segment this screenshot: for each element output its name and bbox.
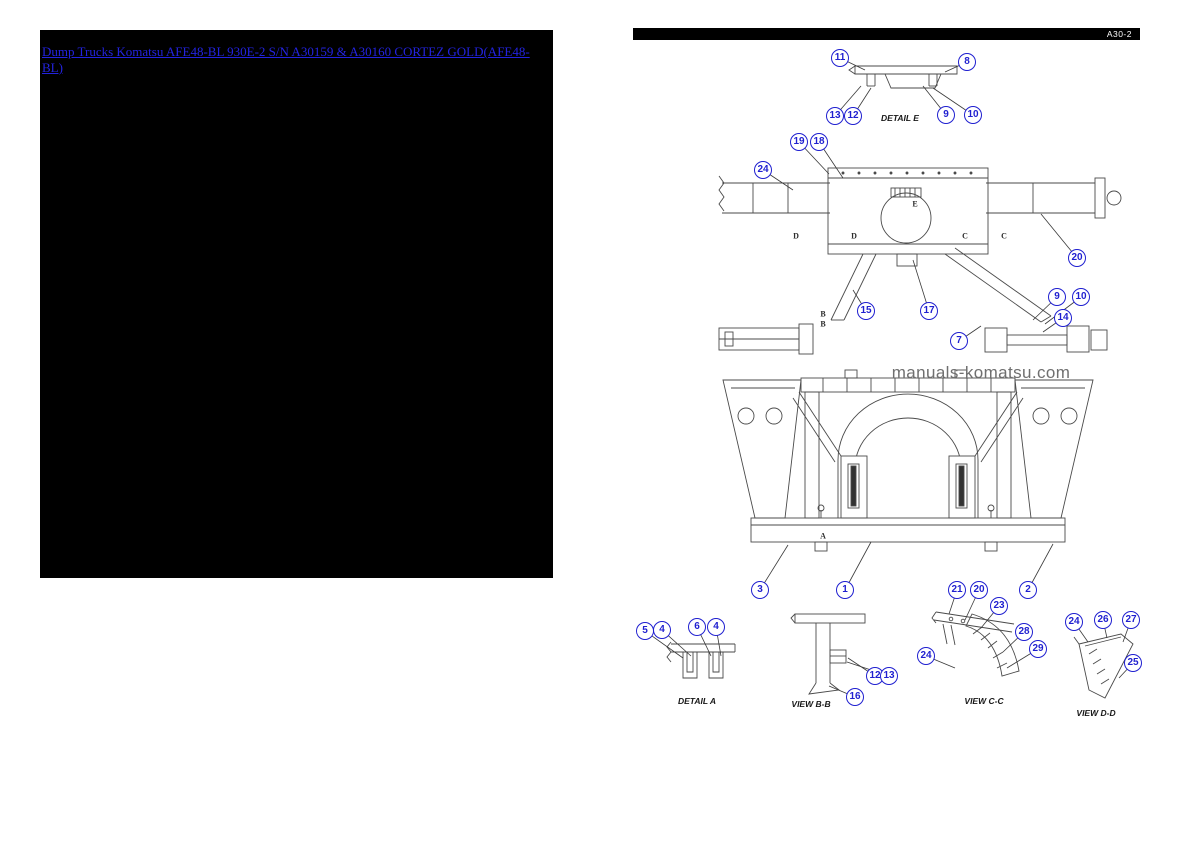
left-black-panel: Dump Trucks Komatsu AFE48-BL 930E-2 S/N … bbox=[40, 30, 553, 578]
callout-16: 16 bbox=[846, 688, 864, 706]
section-marker-b: B bbox=[820, 319, 826, 329]
catalog-title-link[interactable]: Dump Trucks Komatsu AFE48-BL 930E-2 S/N … bbox=[42, 44, 530, 75]
callout-21: 21 bbox=[948, 581, 966, 599]
callout-26: 26 bbox=[1094, 611, 1112, 629]
callout-27: 27 bbox=[1122, 611, 1140, 629]
view-label-detail-a: DETAIL A bbox=[677, 696, 717, 706]
callout-8: 8 bbox=[958, 53, 976, 71]
callout-5: 5 bbox=[636, 622, 654, 640]
callout-20: 20 bbox=[1068, 249, 1086, 267]
callout-18: 18 bbox=[810, 133, 828, 151]
view-label-view-d-d: VIEW D-D bbox=[1076, 708, 1116, 718]
callout-25: 25 bbox=[1124, 654, 1142, 672]
view-bb-drawing bbox=[790, 613, 866, 695]
section-marker-c: C bbox=[962, 231, 968, 241]
callout-19: 19 bbox=[790, 133, 808, 151]
callout-10: 10 bbox=[964, 106, 982, 124]
callout-24: 24 bbox=[1065, 613, 1083, 631]
callout-15: 15 bbox=[857, 302, 875, 320]
callout-24: 24 bbox=[754, 161, 772, 179]
callout-13: 13 bbox=[826, 107, 844, 125]
callout-10: 10 bbox=[1072, 288, 1090, 306]
diagram-header-bar: A30-2 bbox=[633, 28, 1140, 40]
body-assembly-drawing bbox=[722, 369, 1094, 552]
callout-2: 2 bbox=[1019, 581, 1037, 599]
callout-23: 23 bbox=[990, 597, 1008, 615]
callout-1: 1 bbox=[836, 581, 854, 599]
view-label-view-c-c: VIEW C-C bbox=[964, 696, 1004, 706]
view-label-view-b-b: VIEW B-B bbox=[791, 699, 831, 709]
diagram-page-code: A30-2 bbox=[1106, 29, 1132, 39]
section-marker-d: D bbox=[851, 231, 857, 241]
view-label-detail-e: DETAIL E bbox=[881, 113, 919, 123]
callout-29: 29 bbox=[1029, 640, 1047, 658]
callout-3: 3 bbox=[751, 581, 769, 599]
callout-17: 17 bbox=[920, 302, 938, 320]
callout-20: 20 bbox=[970, 581, 988, 599]
diagram-panel: A30-2 bbox=[633, 28, 1142, 785]
section-marker-d: D bbox=[793, 231, 799, 241]
watermark-text: manuals-komatsu.com bbox=[891, 363, 1071, 382]
callout-4: 4 bbox=[707, 618, 725, 636]
callout-9: 9 bbox=[937, 106, 955, 124]
callout-13: 13 bbox=[880, 667, 898, 685]
section-marker-b: B bbox=[820, 309, 826, 319]
callout-6: 6 bbox=[688, 618, 706, 636]
callout-4: 4 bbox=[653, 621, 671, 639]
detail-a-drawing bbox=[666, 641, 736, 679]
section-marker-c: C bbox=[1001, 231, 1007, 241]
callout-11: 11 bbox=[831, 49, 849, 67]
callout-28: 28 bbox=[1015, 623, 1033, 641]
section-marker-a: A bbox=[820, 531, 826, 541]
section-marker-e: E bbox=[912, 199, 918, 209]
callout-14: 14 bbox=[1054, 309, 1072, 327]
callout-12: 12 bbox=[844, 107, 862, 125]
detail-e-drawing bbox=[848, 65, 958, 89]
callout-9: 9 bbox=[1048, 288, 1066, 306]
view-cc-drawing bbox=[931, 611, 1020, 677]
callout-24: 24 bbox=[917, 647, 935, 665]
callout-7: 7 bbox=[950, 332, 968, 350]
